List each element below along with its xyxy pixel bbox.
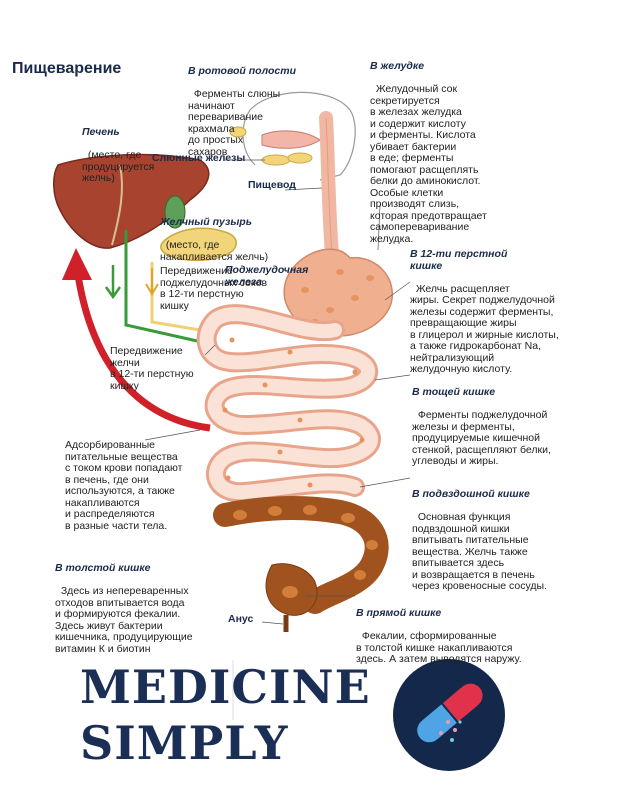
page-title: Пищеварение bbox=[12, 60, 122, 77]
label-colon: В толстой кишке Здесь из непереваренных … bbox=[55, 540, 193, 655]
label-pancreatic-flow: Передвижение поджелудочных соков в 12-ти… bbox=[160, 265, 268, 312]
label-absorbed: Адсорбированные питательные вещества с т… bbox=[65, 439, 183, 532]
brand-line-1: MEDICINE bbox=[80, 660, 371, 714]
label-liver-text: (место, где продуцируется желчь) bbox=[82, 149, 155, 184]
gallbladder bbox=[164, 195, 186, 229]
label-gallbladder-title: Желчный пузырь bbox=[160, 216, 252, 228]
small-intestine bbox=[196, 304, 381, 503]
pancreatic-arrow-icon bbox=[145, 268, 159, 296]
salivary-gland-3 bbox=[229, 126, 247, 138]
label-gallbladder-text: (место, где накапливается желчь) bbox=[160, 239, 269, 263]
label-mouth-title: В ротовой полости bbox=[188, 65, 296, 77]
label-ileum: В подвздошной кишке Основная функция под… bbox=[412, 466, 547, 593]
label-duodenum: В 12-ти перстной кишке Желчь расщепляет … bbox=[410, 226, 559, 376]
capsule-icon bbox=[393, 659, 505, 771]
label-colon-title: В толстой кишке bbox=[55, 562, 151, 574]
blood-arrow-head-icon bbox=[62, 248, 92, 280]
label-salivary: Слюнные железы bbox=[152, 152, 246, 164]
label-duodenum-title: В 12-ти перстной кишке bbox=[410, 248, 508, 272]
label-jejunum-title: В тощей кишке bbox=[412, 386, 496, 398]
label-liver-title: Печень bbox=[82, 126, 120, 138]
label-ileum-text: Основная функция подвздошной кишки впиты… bbox=[412, 511, 548, 592]
label-mouth-text: Ферменты слюны начинают переваривание кр… bbox=[188, 88, 281, 158]
label-jejunum-text: Ферменты поджелудочной железы и ферменты… bbox=[412, 409, 551, 467]
salivary-gland-2 bbox=[287, 152, 313, 164]
label-pancreas: Поджелудочная железа bbox=[225, 242, 308, 300]
label-colon-text: Здесь из непереваренных отходов впитывае… bbox=[55, 585, 193, 655]
label-bile-flow: Передвижение желчи в 12-ти перстную кишк… bbox=[110, 345, 194, 392]
pancreas bbox=[160, 227, 237, 262]
label-stomach-title: В желудке bbox=[370, 60, 425, 72]
label-rectum-text: Фекалии, сформированные в толстой кишке … bbox=[356, 630, 522, 665]
label-rectum: В прямой кишке Фекалии, сформированные в… bbox=[356, 585, 522, 666]
label-pancreas-title: Поджелудочная железа bbox=[225, 264, 309, 288]
label-ileum-title: В подвздошной кишке bbox=[412, 488, 530, 500]
label-liver: Печень (место, где продуцируется желчь) bbox=[82, 104, 154, 185]
label-stomach-text: Желудочный сок секретируется в железах ж… bbox=[370, 83, 487, 245]
head-outline bbox=[242, 91, 356, 181]
tongue bbox=[261, 130, 321, 149]
blood-return-arrow bbox=[74, 274, 211, 432]
label-rectum-title: В прямой кишке bbox=[356, 607, 442, 619]
label-gallbladder: Желчный пузырь (место, где накапливается… bbox=[160, 194, 268, 263]
stomach bbox=[283, 248, 393, 337]
brand-line-2: SIMPLY bbox=[80, 716, 289, 770]
label-jejunum: В тощей кишке Ферменты поджелудочной жел… bbox=[412, 364, 551, 468]
label-stomach: В желудке Желудочный сок секретируется в… bbox=[370, 38, 487, 245]
label-anus: Анус bbox=[228, 613, 254, 625]
label-esophagus: Пищевод bbox=[248, 179, 296, 191]
bile-arrow-icon bbox=[104, 265, 122, 300]
label-duodenum-text: Желчь расщепляет жиры. Секрет поджелудоч… bbox=[410, 282, 559, 375]
bile-duct bbox=[124, 230, 216, 347]
label-mouth: В ротовой полости Ферменты слюны начинаю… bbox=[188, 43, 296, 158]
